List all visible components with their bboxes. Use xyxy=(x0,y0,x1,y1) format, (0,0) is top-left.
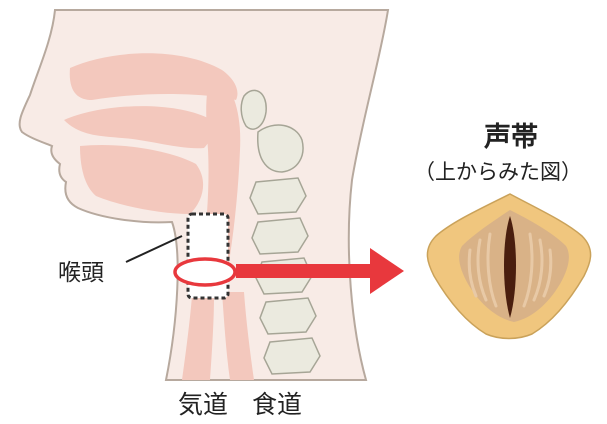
larynx-label: 喉頭 xyxy=(58,260,104,286)
airway-tube xyxy=(182,296,214,380)
vocal-fold-lines-left xyxy=(467,232,498,308)
nasal-cavity xyxy=(69,53,238,100)
vertebra-c6 xyxy=(259,297,317,335)
airway-label: 気道 xyxy=(178,390,229,419)
red-arrow-shaft xyxy=(236,264,376,278)
vertebra-c7 xyxy=(263,337,321,375)
vertebra-c3 xyxy=(249,177,307,215)
larynx-pointer-line xyxy=(125,235,183,263)
oral-cavity xyxy=(64,106,212,149)
red-arrow xyxy=(236,248,404,294)
red-arrow-head xyxy=(370,248,404,294)
vertebra-c4 xyxy=(251,217,309,255)
vertebra-c2 xyxy=(257,124,304,173)
vocal-fold-lines-right xyxy=(522,232,553,308)
tongue xyxy=(80,144,204,214)
vocal-cords-subtitle: （上からみた図） xyxy=(414,160,582,184)
vocal-cord-highlight xyxy=(173,257,237,287)
esophagus-label: 食道 xyxy=(252,390,303,419)
vocal-cords-top-view xyxy=(426,193,592,340)
esophagus-tube xyxy=(222,292,254,380)
vocal-cords-title: 声帯 xyxy=(484,122,538,153)
glottis-opening xyxy=(504,216,516,318)
vertebra-c1 xyxy=(240,89,267,130)
